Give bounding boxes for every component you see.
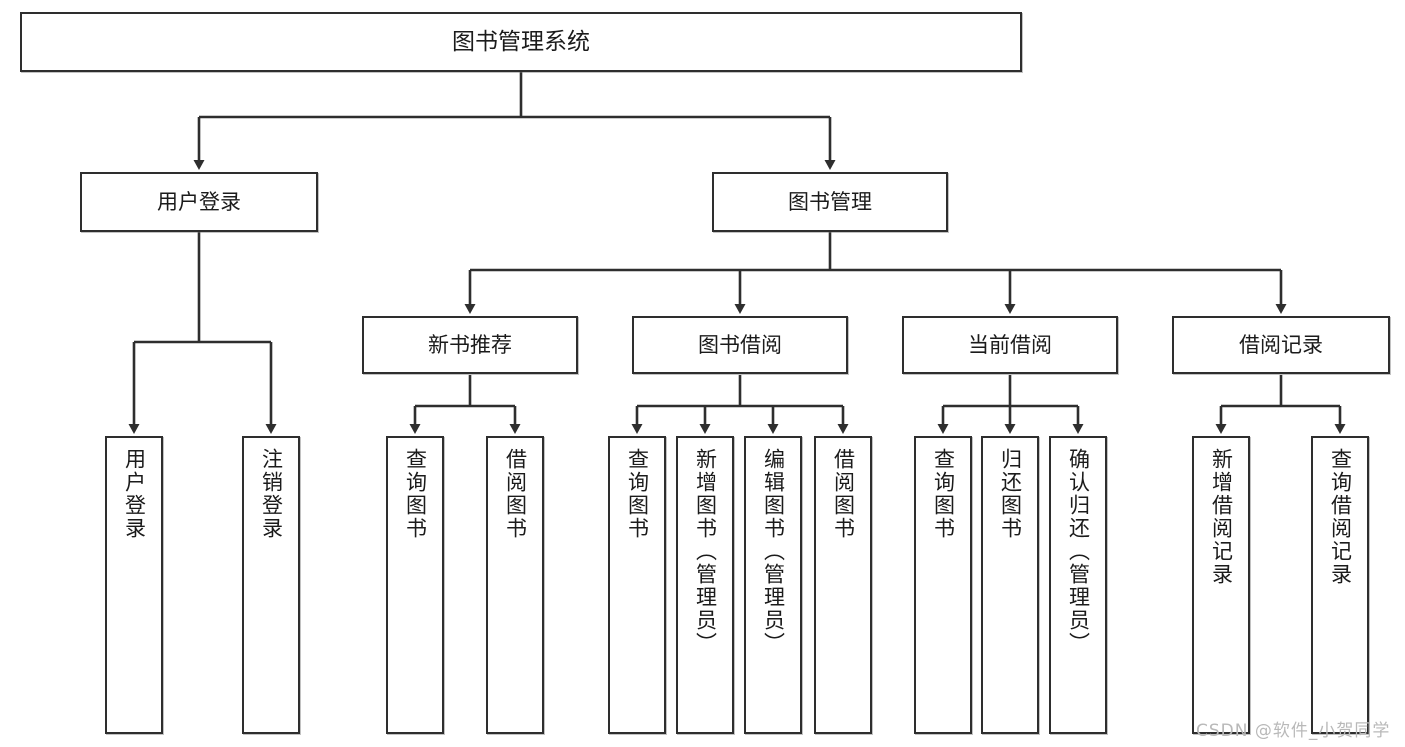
node-borrow-record-label: 借阅记录 [1239,332,1323,357]
node-borrow-record[interactable]: 借阅记录 [1172,316,1390,374]
node-leaf-borrow-book-1-label: 借阅图书 [503,448,528,540]
node-leaf-add-book-label: 新增图书（管理员） [693,448,718,655]
node-leaf-return-book[interactable]: 归还图书 [981,436,1039,734]
node-leaf-query-record[interactable]: 查询借阅记录 [1311,436,1369,734]
node-leaf-add-record-label: 新增借阅记录 [1209,448,1234,586]
node-leaf-confirm-return-label: 确认归还（管理员） [1066,448,1091,655]
node-book-borrow-label: 图书借阅 [698,332,782,357]
node-user-login[interactable]: 用户登录 [80,172,318,232]
node-new-book-rec-label: 新书推荐 [428,332,512,357]
node-leaf-add-record[interactable]: 新增借阅记录 [1192,436,1250,734]
node-leaf-edit-book[interactable]: 编辑图书（管理员） [744,436,802,734]
node-leaf-logout-label: 注销登录 [259,448,284,540]
node-leaf-query-book-3[interactable]: 查询图书 [914,436,972,734]
node-root[interactable]: 图书管理系统 [20,12,1022,72]
node-leaf-query-book-2-label: 查询图书 [625,448,650,540]
node-leaf-borrow-book-2-label: 借阅图书 [831,448,856,540]
node-leaf-edit-book-label: 编辑图书（管理员） [761,448,786,655]
node-leaf-user-login-label: 用户登录 [122,448,147,540]
node-user-login-label: 用户登录 [157,189,241,214]
node-leaf-query-book-3-label: 查询图书 [931,448,956,540]
node-leaf-confirm-return[interactable]: 确认归还（管理员） [1049,436,1107,734]
node-leaf-query-book-1[interactable]: 查询图书 [386,436,444,734]
node-current-borrow[interactable]: 当前借阅 [902,316,1118,374]
node-leaf-user-login[interactable]: 用户登录 [105,436,163,734]
node-leaf-borrow-book-1[interactable]: 借阅图书 [486,436,544,734]
watermark-csdn: CSDN @软件_小贺同学 [1196,721,1391,741]
node-root-label: 图书管理系统 [452,28,590,55]
node-leaf-add-book[interactable]: 新增图书（管理员） [676,436,734,734]
node-book-manage[interactable]: 图书管理 [712,172,948,232]
node-leaf-borrow-book-2[interactable]: 借阅图书 [814,436,872,734]
node-book-manage-label: 图书管理 [788,189,872,214]
node-book-borrow[interactable]: 图书借阅 [632,316,848,374]
node-current-borrow-label: 当前借阅 [968,332,1052,357]
node-leaf-logout[interactable]: 注销登录 [242,436,300,734]
node-leaf-query-book-2[interactable]: 查询图书 [608,436,666,734]
node-new-book-rec[interactable]: 新书推荐 [362,316,578,374]
node-leaf-query-book-1-label: 查询图书 [403,448,428,540]
node-leaf-return-book-label: 归还图书 [998,448,1023,540]
node-leaf-query-record-label: 查询借阅记录 [1328,448,1353,586]
